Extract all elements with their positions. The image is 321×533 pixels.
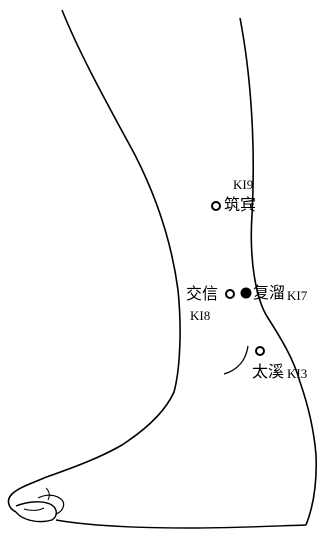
ki8-name-label: 交信 — [186, 284, 219, 303]
ki3-code-label: KI3 — [287, 366, 308, 381]
ki8-marker[interactable] — [225, 289, 235, 299]
ki9-marker[interactable] — [211, 201, 221, 211]
ki3-name-label: 太溪 — [252, 362, 285, 381]
medial-malleolus-curve — [223, 345, 249, 375]
sole-contour — [55, 519, 307, 529]
ki7-name-label: 复溜 — [253, 283, 286, 302]
ki9-name-label: 筑宾 — [224, 195, 257, 214]
toe-crease — [45, 487, 50, 501]
ki3-marker[interactable] — [255, 346, 265, 356]
foot-dorsum-contour — [7, 477, 45, 513]
posterior-leg-contour — [239, 17, 317, 526]
ki7-marker[interactable] — [240, 287, 252, 299]
anterior-leg-contour — [43, 9, 181, 479]
ki8-code-label: KI8 — [190, 308, 211, 323]
toe-nail — [23, 507, 45, 511]
ki9-code-label: KI9 — [233, 177, 254, 192]
ki7-code-label: KI7 — [287, 288, 308, 303]
big-toe-outline — [15, 501, 57, 523]
lesser-toes-outline — [37, 494, 65, 515]
